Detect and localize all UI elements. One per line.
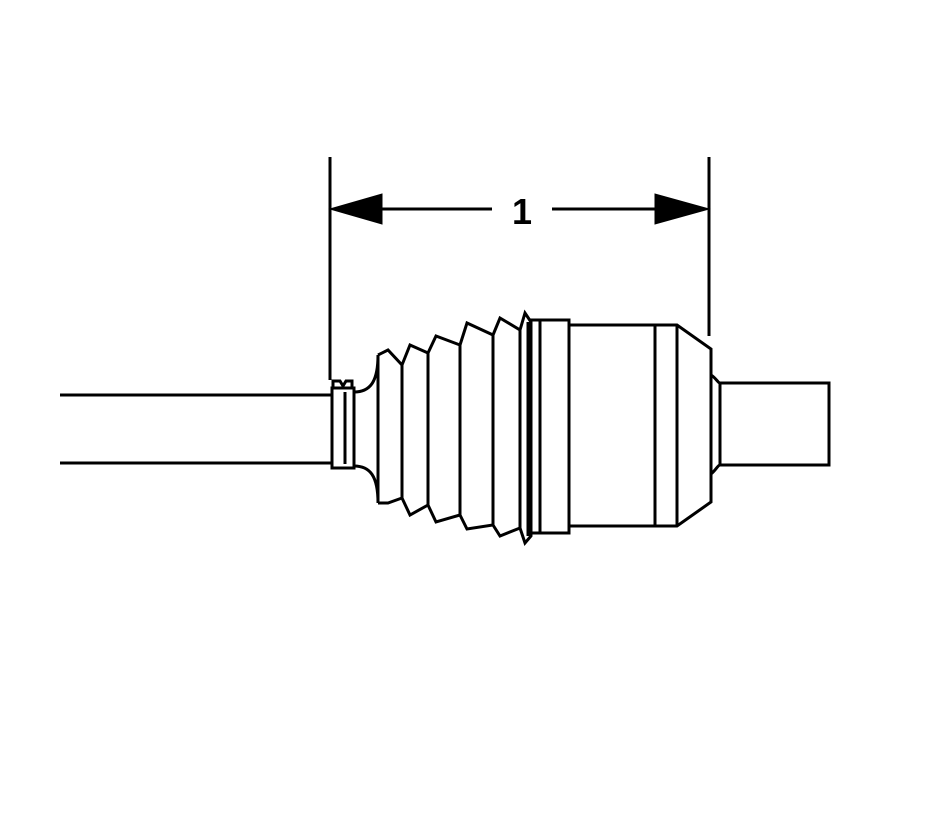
boot-large-clamp — [529, 318, 571, 535]
arrowhead-right — [654, 193, 711, 225]
arrowhead-left — [328, 193, 383, 225]
boot-small-clamp — [330, 379, 356, 470]
dimension-callout-1: 1 — [512, 191, 532, 232]
stub-shaft — [710, 373, 831, 476]
boot-convolutions — [377, 315, 522, 538]
boot-large-end — [518, 309, 533, 546]
axle-shaft — [60, 393, 333, 465]
boot-neck — [353, 354, 380, 504]
cv-joint-housing — [567, 323, 713, 528]
dimension-line — [328, 193, 711, 225]
